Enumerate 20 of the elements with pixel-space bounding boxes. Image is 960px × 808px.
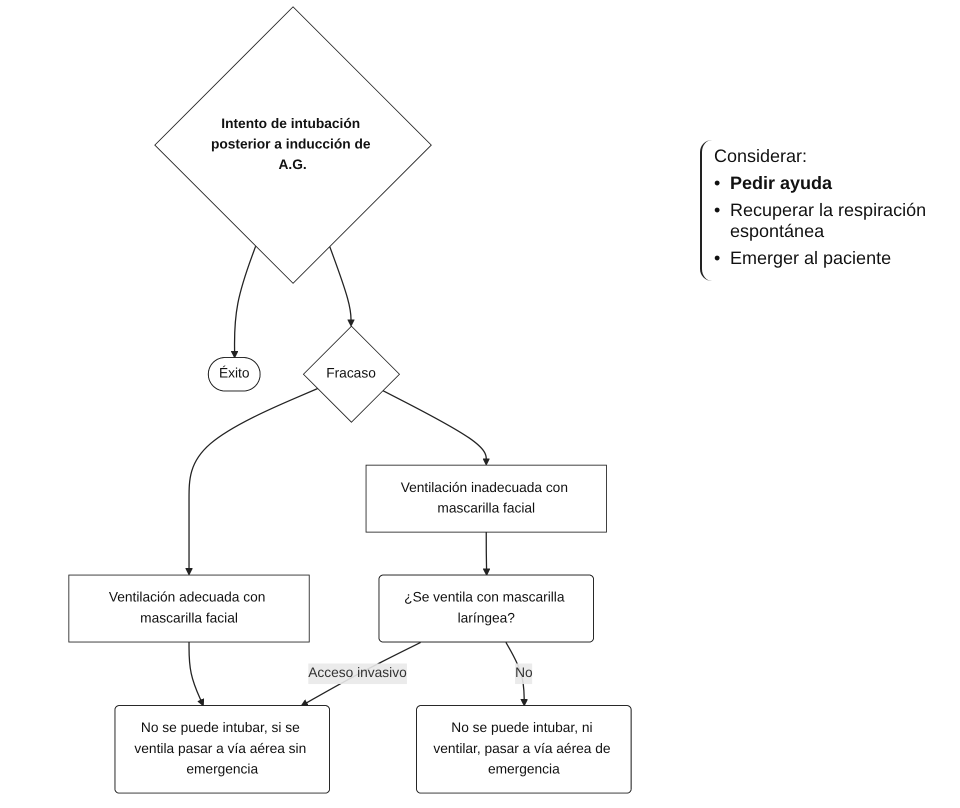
arrow	[382, 390, 490, 466]
bullet-mark: •	[714, 248, 722, 269]
arrow	[329, 246, 355, 327]
edge-label: No	[515, 666, 533, 681]
bullet-mark: •	[714, 200, 722, 222]
node-box: Ventilación adecuada con mascarilla facial	[68, 574, 310, 642]
arrow	[482, 532, 490, 576]
arrow	[230, 246, 256, 358]
bullet-item: Recuperar la respiración espontánea	[730, 200, 928, 242]
bullet-mark: •	[714, 173, 722, 194]
bullet-item: Emerger al paciente	[730, 248, 892, 269]
node-box: Ventilación inadecuada con mascarilla facial	[366, 464, 607, 533]
arrow	[185, 388, 318, 576]
bullet-item: Pedir ayuda	[730, 173, 832, 194]
arrow	[300, 642, 421, 706]
note-heading: Considerar:	[714, 146, 808, 167]
edge-label: Acceso invasivo	[308, 666, 407, 681]
node-diamond: Fracaso	[302, 326, 400, 423]
arrow	[188, 642, 204, 706]
node-diamond: Intento de intubación posterior a inducción de A.G.	[154, 6, 432, 284]
